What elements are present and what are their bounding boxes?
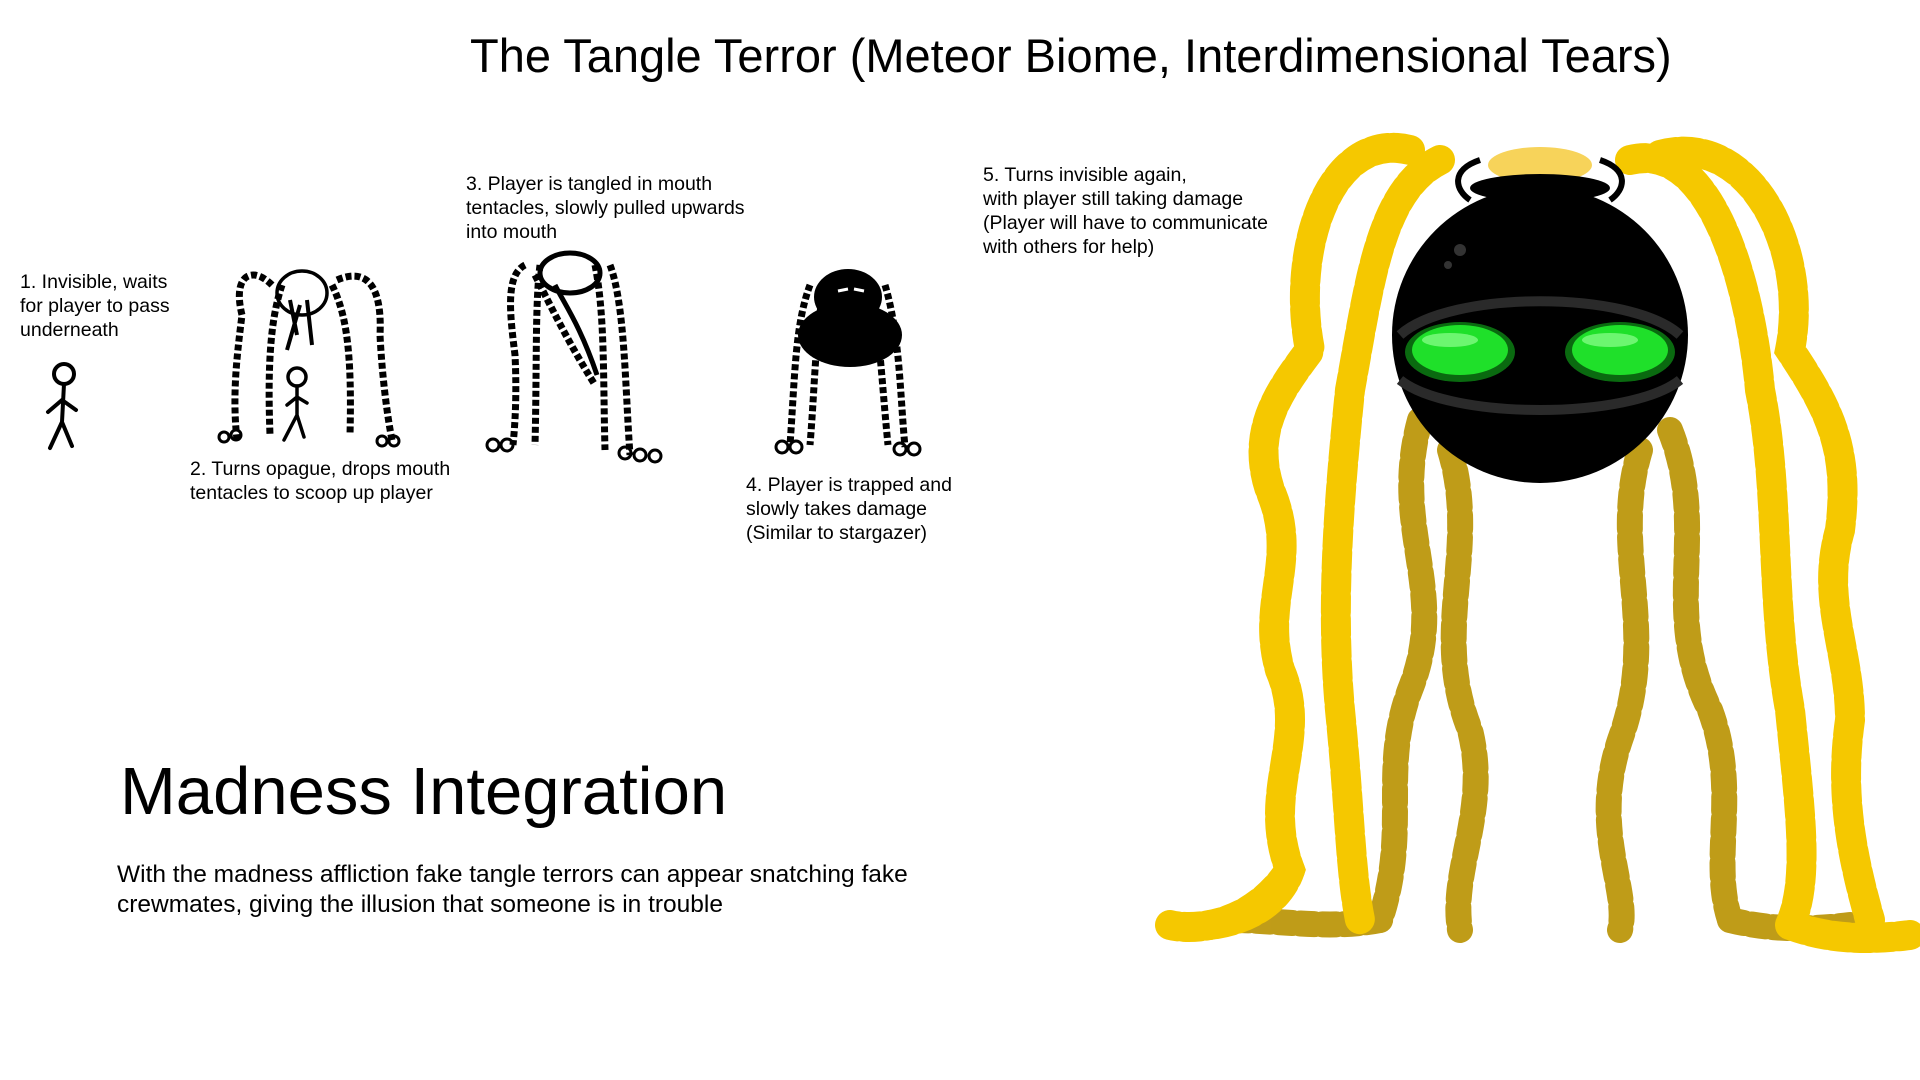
step-4-caption: 4. Player is trapped and slowly takes da… (746, 474, 952, 544)
page-title: The Tangle Terror (Meteor Biome, Interdi… (470, 29, 1672, 82)
step-5-caption: 5. Turns invisible again, with player st… (983, 164, 1269, 258)
cap-shape (1488, 147, 1592, 183)
step-3-caption: 3. Player is tangled in mouth tentacles,… (466, 173, 745, 243)
step-2-caption: 2. Turns opague, drops mouth tentacles t… (190, 458, 451, 504)
creature-step-2 (217, 269, 401, 448)
creature-step-4 (774, 269, 922, 457)
stick-figure-step-1 (46, 362, 78, 450)
tangle-terror-illustration (1155, 132, 1920, 953)
step-1-caption: 1. Invisible, waits for player to pass u… (20, 271, 170, 341)
madness-heading: Madness Integration (120, 754, 728, 829)
madness-description: With the madness affliction fake tangle … (117, 861, 908, 918)
creature-step-3 (485, 250, 663, 464)
